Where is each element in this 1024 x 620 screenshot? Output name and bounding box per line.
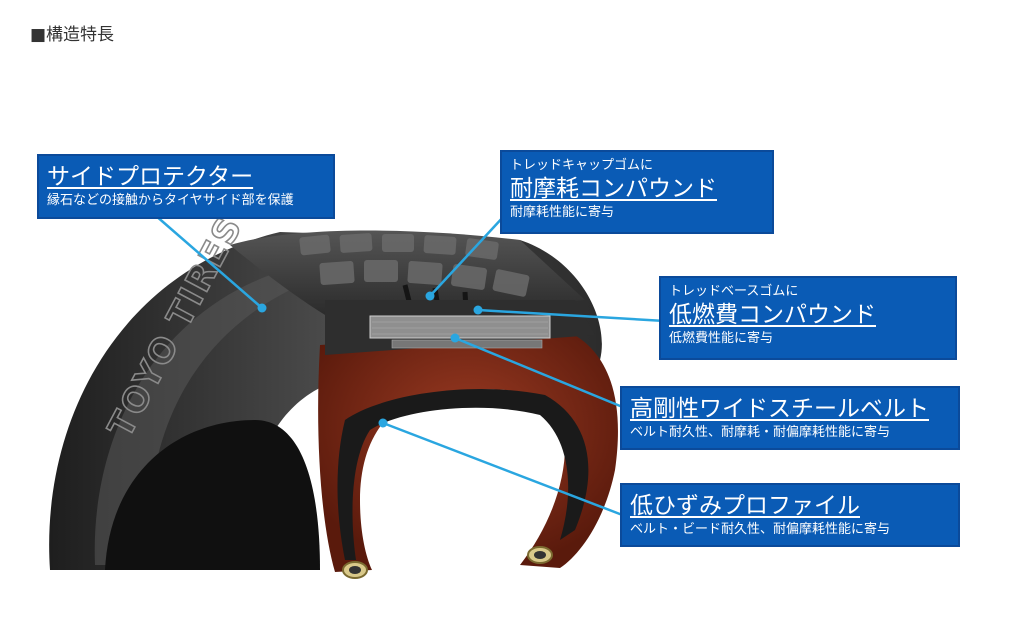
callout-title: 高剛性ワイドスチールベルト [630,396,929,422]
leader-line-profile [382,421,626,518]
callout-subtitle: 耐摩耗性能に寄与 [510,205,615,220]
callout-side-protector: サイドプロテクター 縁石などの接触からタイヤサイド部を保護 [37,154,335,219]
leader-lines [154,214,666,518]
callout-pretitle: トレッドベースゴムに [669,284,799,299]
leader-line-steel-belt [454,336,626,410]
section-title: ■構造特長 [30,25,115,45]
casing-ply [318,330,618,572]
leader-dots [257,291,483,428]
bead-right [527,546,553,564]
callout-title: 耐摩耗コンパウンド [510,176,717,202]
callout-title: サイドプロテクター [47,164,254,190]
tire-inner-cavity [105,420,320,570]
leader-line-fuel-compound [477,308,666,323]
callout-wear-compound: トレッドキャップゴムに 耐摩耗コンパウンド 耐摩耗性能に寄与 [500,150,774,234]
callout-pretitle: トレッドキャップゴムに [510,158,654,173]
callout-subtitle: ベルト・ビード耐久性、耐偏摩耗性能に寄与 [630,522,891,537]
callout-subtitle: ベルト耐久性、耐摩耗・耐偏摩耗性能に寄与 [630,425,891,440]
callout-subtitle: 低燃費性能に寄与 [669,331,774,346]
callout-title: 低ひずみプロファイル [630,493,860,519]
callout-title: 低燃費コンパウンド [669,302,876,328]
steel-belt [369,315,551,339]
tread-blocks [299,233,530,297]
leader-line-wear-compound [429,214,506,297]
callout-low-strain-profile: 低ひずみプロファイル ベルト・ビード耐久性、耐偏摩耗性能に寄与 [620,483,960,547]
callout-subtitle: 縁石などの接触からタイヤサイド部を保護 [47,193,294,208]
leader-line-side-protector [154,214,263,309]
callout-fuel-compound: トレッドベースゴムに 低燃費コンパウンド 低燃費性能に寄与 [659,276,957,360]
callout-steel-belt: 高剛性ワイドスチールベルト ベルト耐久性、耐摩耗・耐偏摩耗性能に寄与 [620,386,960,450]
bead-left [342,561,368,579]
